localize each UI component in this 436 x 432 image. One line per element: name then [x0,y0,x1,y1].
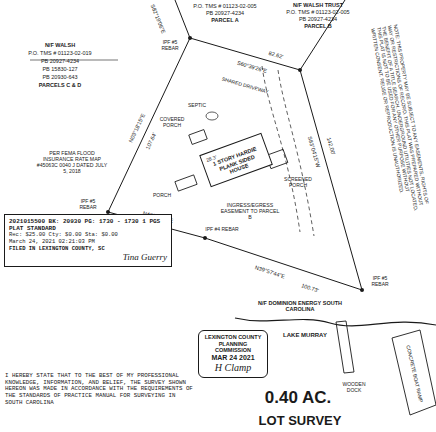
stamp-text: MAR 24 2021 [202,354,264,362]
plat-book-label: PB 20930-643 [42,74,77,80]
bearing-label: N03°18'15"E [128,113,147,144]
easement-label: INGRESS/EGRESS EASEMENT TO PARCEL B [219,203,281,221]
stamp-text: H Clamp [202,362,264,374]
distance-label: 107.64' [144,132,157,151]
title-label: LOT SURVEY [259,414,342,429]
septic-symbol [206,112,218,120]
certification-text: I HEREBY STATE THAT TO THE BEST OF MY PR… [5,373,195,406]
house-footprint: 28.3'1 STORY HARDIE PLANK SIDED HOUSE [199,133,273,187]
flood-note: PER FEMA FLOOD INSURANCE RATE MAP #45063… [34,151,110,175]
stamp-text: LEXINGTON COUNTY PLANNING COMMISSION [202,334,264,354]
dock-label: WOODEN DOCK [337,382,371,394]
driveway-label: SHARED DRIVEWAY [221,77,269,96]
plat-book-label: PB 20927-4234 [299,16,337,22]
easement-line [278,70,314,236]
bearing-label: S60°39'26"E [236,60,267,75]
planning-stamp: LEXINGTON COUNTY PLANNING COMMISSIONMAR … [198,330,268,378]
pin-label: IPF #5 REBAR [369,276,391,288]
tax-map-label: P.O. TMS # 01123-02-005 [193,3,256,9]
owner-label: N/F WALSH TRUST [293,2,343,8]
tax-map-label: P.O. TMS # 01123-02-005 [286,9,349,15]
porch-label: SCREENED PORCH [283,177,313,189]
water-label: LAKE MURRAY [283,332,327,339]
stamp-text: FILED IN LEXINGTON COUNTY, SC [9,246,167,253]
stamp-text: 1 STORY HARDIE PLANK SIDED HOUSE [207,144,266,182]
bearing-label: S83°04'15"W [306,136,321,169]
survey-note: NOTE: THIS PROPERTY MAY BE SUBJECT TO AN… [369,24,430,216]
tax-map-label: P.O. TMS # 01123-02-019 [28,50,91,56]
stamp-text: PLAT STANDARD [9,225,167,232]
boundary-line [205,238,362,290]
plat-book-label: PB 20927-4234 [206,10,244,16]
shoreline [235,318,436,326]
owner-label: N/F WALSH [45,42,75,48]
plat-book-label: PB 15830-127 [42,66,77,72]
iron-pin [360,288,364,292]
area-label: 0.40 AC. [265,388,331,408]
stamp-text: Tina Guerry [9,252,167,263]
stamp-text: 2021015500 BK: 20930 PG: 1730 - 1730 1 P… [9,218,167,225]
iron-pin [298,68,302,72]
porch-outline [175,175,197,191]
distance-label: 82.62' [268,50,284,60]
owner-label: N/F DOMINION ENERGY SOUTH CAROLINA [254,300,346,313]
boundary-line [108,38,190,212]
boundary-line [175,0,190,38]
porch-label: COVERED PORCH [157,117,187,129]
wooden-dock [336,321,354,373]
pin-label: IPF #4 REBAR [205,227,238,233]
porch-label: PORCH [153,193,171,199]
distance-label: 142.00' [326,137,337,156]
stamp-text: Rec: $25.00 Cty: $0.00 Sta: $0.00 [9,232,167,239]
boat-ramp [392,330,436,415]
stamp-text: March 24, 2021 02:21:03 PM [9,239,167,246]
recording-stamp: 2021015500 BK: 20930 PG: 1730 - 1730 1 P… [4,214,172,267]
distance-label: 100.73' [301,282,320,294]
covered-porch-outline [189,130,207,145]
iron-pin [203,236,207,240]
iron-pin [188,36,192,40]
pin-label: IPF #5 REBAR [76,199,100,211]
parcel-label: PARCEL A [211,17,238,23]
ramp-label: CONCRETE BOAT RAMP [405,345,424,403]
parcel-label: PARCEL B [304,23,332,29]
septic-label: SEPTIC [188,103,206,109]
pin-label: IPF #5 REBAR [159,40,181,52]
bearing-label: N39°57'44"E [254,264,286,280]
bearing-label: S82°19'06"E [149,3,166,34]
parcel-label: PARCELS C & D [39,82,81,88]
plat-book-label: PB 20927-4234 [41,58,79,64]
